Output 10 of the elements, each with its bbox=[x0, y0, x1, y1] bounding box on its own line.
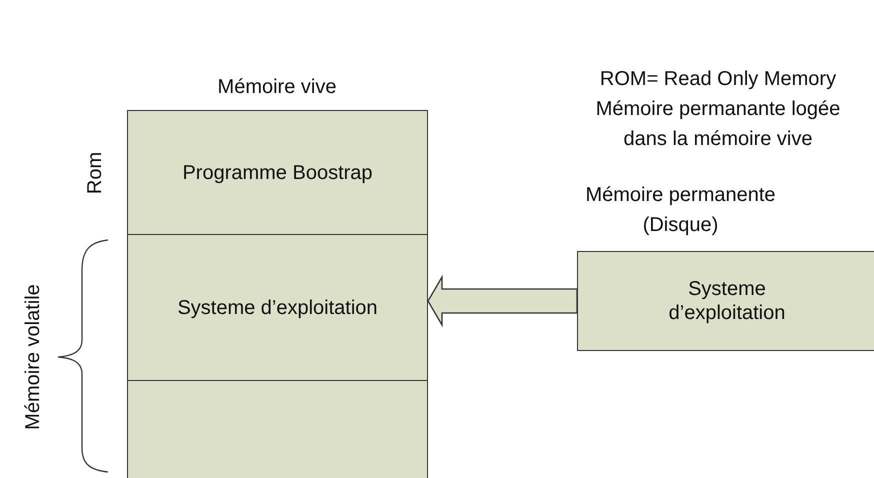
column-heading: Mémoire vive bbox=[216, 75, 338, 100]
side-label: Rom bbox=[83, 150, 107, 196]
memory-block: Systeme d’exploitation bbox=[127, 234, 428, 381]
memory-block bbox=[127, 380, 428, 478]
side-label: Mémoire volatile bbox=[21, 283, 45, 432]
box-heading: Mémoire permanente (Disque) bbox=[584, 183, 777, 238]
block-arrow bbox=[427, 274, 578, 328]
storage-box: Systeme d’exploitation bbox=[577, 251, 874, 351]
note-text: ROM= Read Only Memory Mémoire permanante logée dans la mémoire vive bbox=[594, 67, 842, 152]
memory-block: Programme Boostrap bbox=[127, 110, 428, 235]
